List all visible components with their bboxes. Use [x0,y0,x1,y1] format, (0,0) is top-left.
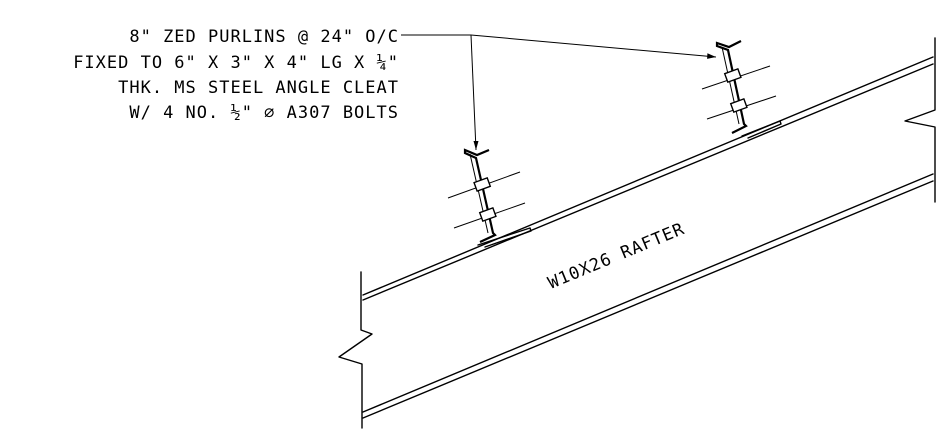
rafter-bottom-flange-bottom [362,180,934,419]
callout-line-3: THK. MS STEEL ANGLE CLEAT [118,78,399,98]
callout-line-2: FIXED TO 6" X 3" X 4" LG X ¼" [73,53,399,73]
rafter-top-flange-bottom [362,63,934,301]
cleat-angle-1 [477,227,532,248]
callout-line-1: 8" ZED PURLINS @ 24" O/C [129,27,399,47]
arrowhead-2 [707,53,716,59]
rafter-top-flange-top [362,56,934,296]
zed-section-2 [715,40,748,134]
rafter-bottom-flange-top [362,173,934,413]
bolt-head-1b [478,207,497,223]
bolt-head-2a [723,68,742,84]
right-break-line [904,37,936,203]
cleat-angle-2 [741,120,782,139]
bolt-head-2b [729,98,748,114]
arrowhead-1 [473,141,479,150]
rafter-beam [338,37,936,429]
purlin-callout-note: 8" ZED PURLINS @ 24" O/C FIXED TO 6" X 3… [73,27,399,123]
callout-line-4: W/ 4 NO. ½" ⌀ A307 BOLTS [129,103,399,123]
leader-to-purlin-1 [470,34,477,151]
zed-purlin-2 [701,40,782,139]
rafter-label: W10X26 RAFTER [545,219,688,294]
zed-purlin-1 [447,148,532,248]
callout-leader [401,34,717,151]
left-break-line [338,271,373,429]
bolt-head-1a [473,176,492,192]
leader-to-purlin-2 [470,34,717,58]
